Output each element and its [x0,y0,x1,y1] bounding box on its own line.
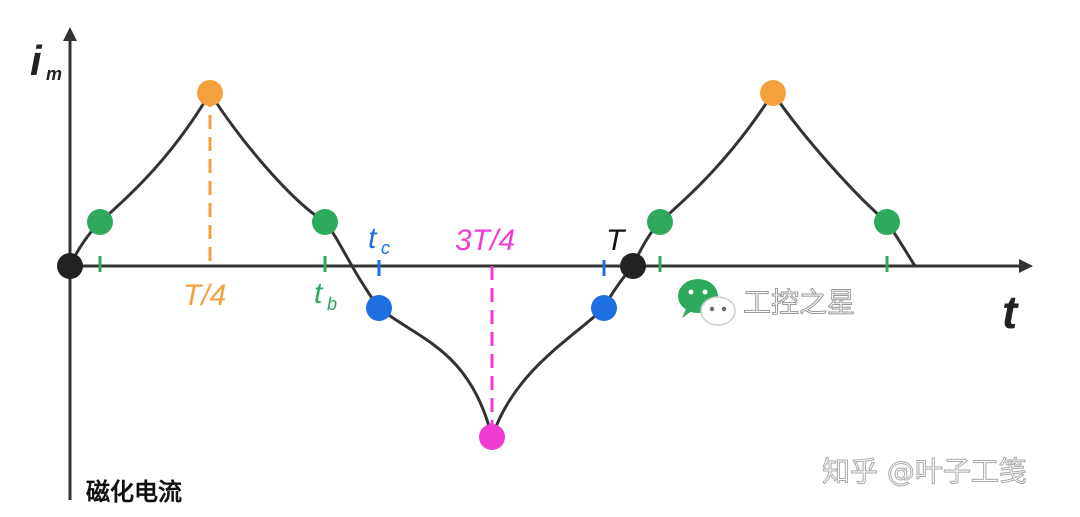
label-tb-subscript: b [327,294,337,314]
origin-point [57,253,83,279]
label-three-quarter-period: 3T/4 [455,224,515,257]
green-point-4 [874,209,900,235]
peak-point-1 [197,80,223,106]
green-point-2 [312,209,338,235]
label-quarter-period: T/4 [183,279,226,312]
wechat-watermark: 工控之星 [678,279,856,326]
x-axis-label: t [1002,286,1019,338]
trough-point [479,424,505,450]
blue-point-2 [591,295,617,321]
wechat-account-name: 工控之星 [743,286,855,319]
green-point-1 [87,209,113,235]
period-point [620,253,646,279]
wechat-icon [678,279,736,326]
diagram-caption: 磁化电流 [86,478,182,506]
peak-point-2 [760,80,786,106]
label-tc: t [368,222,378,255]
y-axis-label-subscript: m [46,64,62,84]
label-period: T [606,224,627,257]
blue-point-1 [366,295,392,321]
label-tb: t [314,277,324,310]
green-point-3 [647,209,673,235]
y-axis-label: i [30,37,43,84]
label-tc-subscript: c [381,238,390,258]
zhihu-watermark: 知乎 @叶子工笺 [822,455,1027,488]
